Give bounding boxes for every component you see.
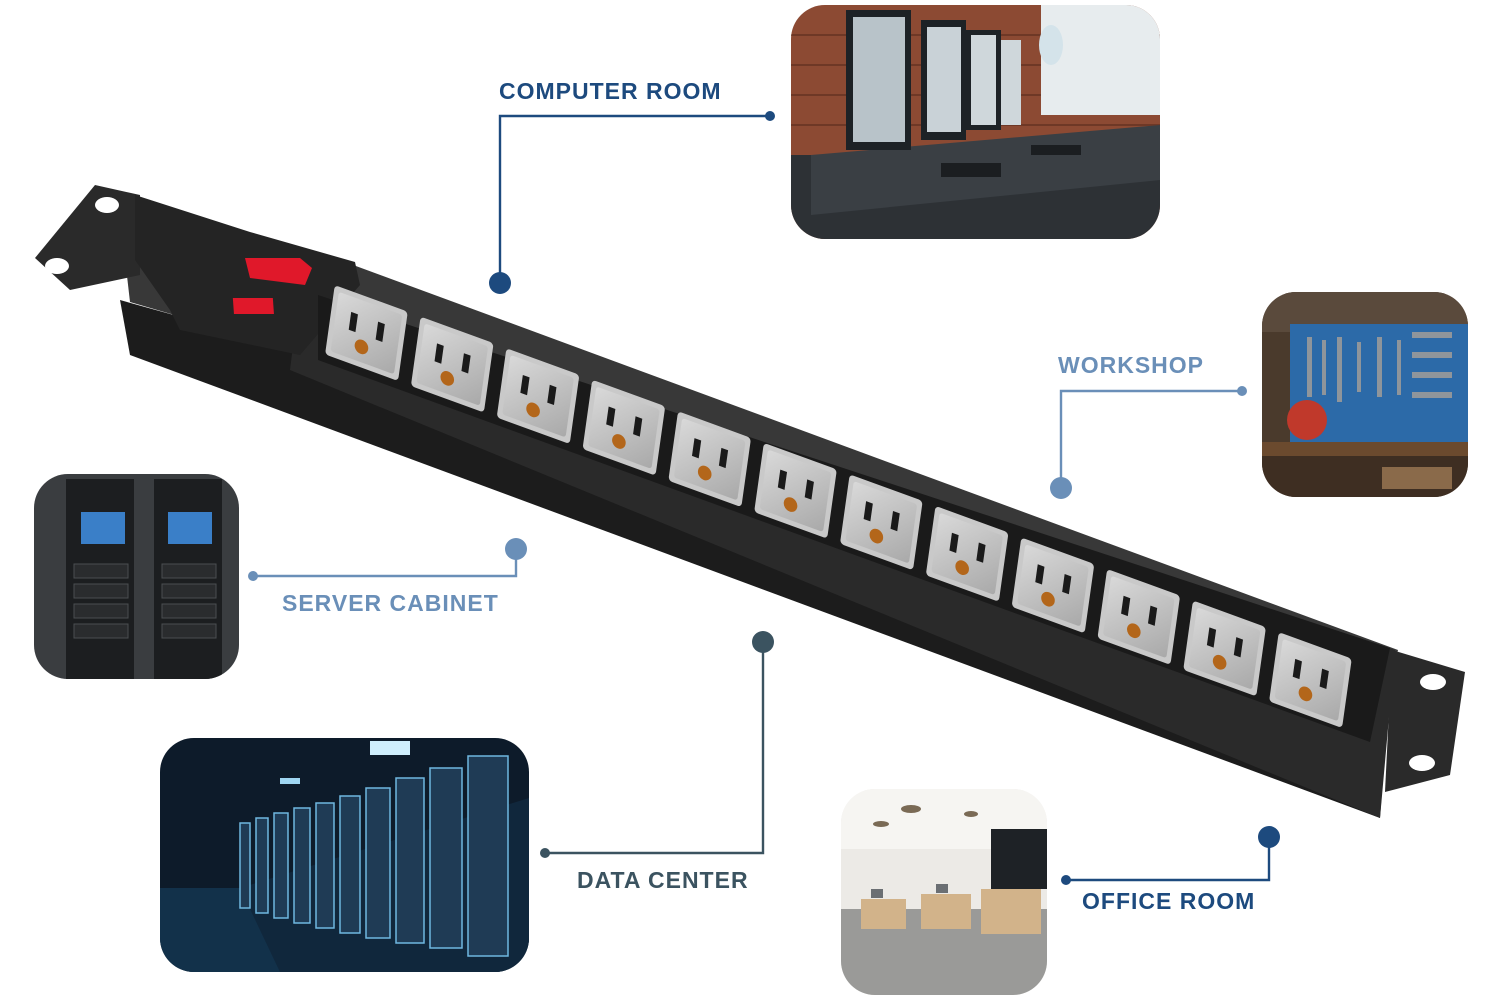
computer-room-photo	[791, 5, 1160, 239]
server-cabinet-label: SERVER CABINET	[282, 590, 499, 616]
computer-room-connector	[498, 114, 770, 283]
workshop-connector	[1059, 389, 1242, 488]
workshop-photo	[1262, 292, 1468, 497]
mounting-hole	[95, 197, 119, 213]
connector-dot-icon	[1061, 875, 1071, 885]
office-room-label: OFFICE ROOM	[1082, 888, 1256, 914]
outlet	[325, 286, 408, 380]
data-center-label: DATA CENTER	[577, 867, 749, 893]
mounting-hole	[45, 258, 69, 274]
outlet	[411, 317, 494, 412]
connector-dot-icon	[765, 111, 775, 121]
outlet	[668, 412, 751, 506]
outlet	[1097, 570, 1180, 664]
data-center-photo	[160, 738, 529, 972]
outlet	[1012, 538, 1094, 633]
computer-room-label: COMPUTER ROOM	[499, 78, 722, 104]
power-switch[interactable]	[245, 258, 312, 285]
outlet	[583, 380, 665, 475]
connector-dot-icon	[1237, 386, 1247, 396]
office-room-photo	[841, 789, 1047, 995]
outlet	[840, 475, 923, 570]
outlet	[497, 349, 579, 443]
server-cabinet-photo	[34, 474, 239, 679]
indicator-light	[232, 298, 274, 314]
mounting-hole	[1409, 755, 1435, 771]
connector-dot-icon	[505, 538, 527, 560]
connector-dot-icon	[248, 571, 258, 581]
outlet	[926, 507, 1009, 601]
workshop-label: WORKSHOP	[1058, 352, 1204, 378]
connector-dot-icon	[1258, 826, 1280, 848]
connector-dot-icon	[489, 272, 511, 294]
right-mounting-ear	[1385, 650, 1465, 792]
connector-dot-icon	[752, 631, 774, 653]
connector-dot-icon	[1050, 477, 1072, 499]
outlet	[754, 443, 837, 538]
outlet	[1269, 633, 1352, 727]
outlet	[1183, 601, 1266, 696]
mounting-hole	[1420, 674, 1446, 690]
switch-housing	[135, 195, 360, 355]
office-room-connector	[1066, 837, 1271, 882]
outlet-row	[325, 286, 1352, 727]
connector-dot-icon	[540, 848, 550, 858]
data-center-connector	[545, 642, 765, 855]
left-mounting-ear	[35, 185, 140, 290]
